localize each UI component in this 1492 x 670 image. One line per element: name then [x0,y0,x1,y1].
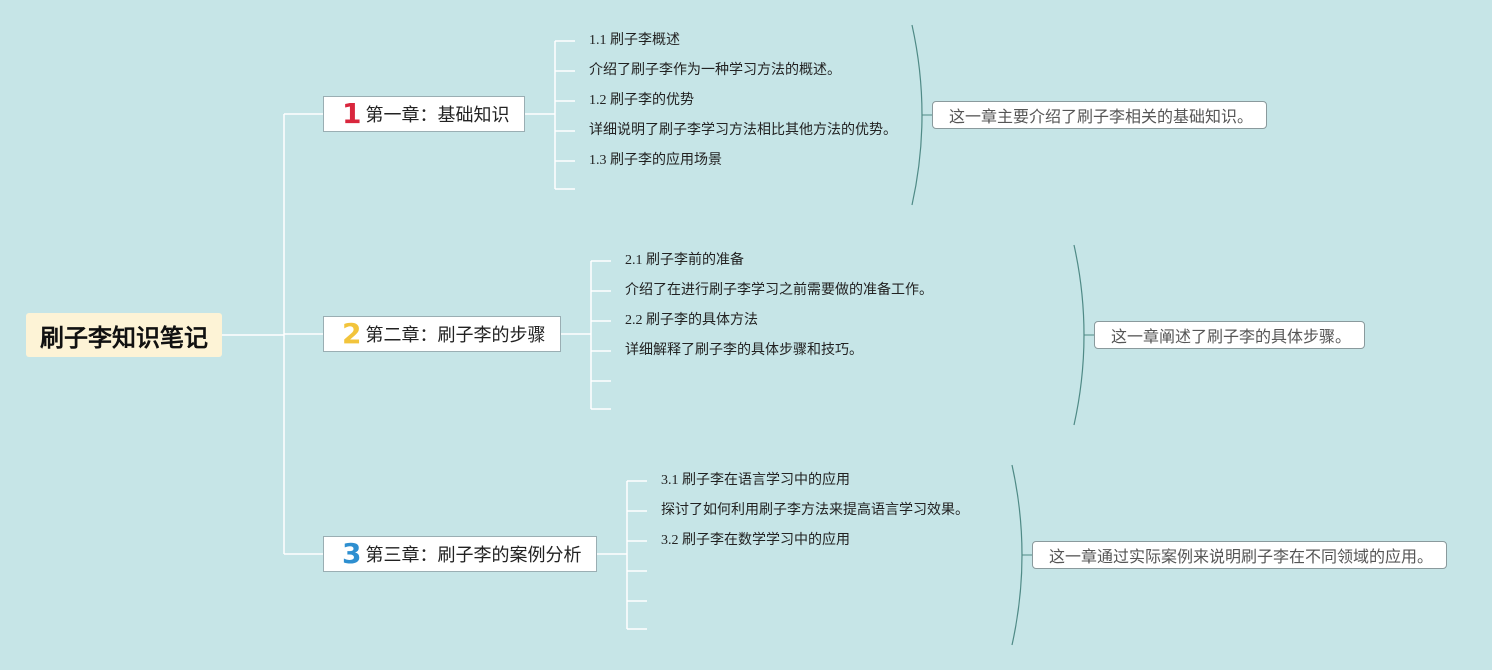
subtopic-1-1[interactable]: 1.1 刷子李概述 [589,33,680,48]
subtopic-2-2[interactable]: 介绍了在进行刷子李学习之前需要做的准备工作。 [625,283,933,298]
root-topic-label: 刷子李知识笔记 [40,323,208,352]
chapter-topic-2[interactable]: 2 第二章：刷子李的步骤 [323,316,561,352]
chapter-summary-1[interactable]: 这一章主要介绍了刷子李相关的基础知识。 [932,101,1267,129]
chapter-title-1: 第一章：基础知识 [365,105,510,126]
chapter-title-3: 第三章：刷子李的案例分析 [365,545,582,566]
subtopic-3-2[interactable]: 探讨了如何利用刷子李方法来提高语言学习效果。 [661,503,969,518]
subtopic-3-3[interactable]: 3.2 刷子李在数学学习中的应用 [661,533,850,548]
subtopic-1-2[interactable]: 介绍了刷子李作为一种学习方法的概述。 [589,63,841,78]
subtopic-2-4[interactable]: 详细解释了刷子李的具体步骤和技巧。 [625,343,863,358]
chapter-number-3: 3 [342,537,362,570]
summary-brace-3 [1011,464,1023,646]
subtopic-2-1[interactable]: 2.1 刷子李前的准备 [625,253,744,268]
summary-brace-2 [1073,244,1085,426]
chapter-number-2: 2 [342,317,362,350]
chapter-summary-2[interactable]: 这一章阐述了刷子李的具体步骤。 [1094,321,1365,349]
chapter-number-1: 1 [342,97,362,130]
subtopic-1-4[interactable]: 详细说明了刷子李学习方法相比其他方法的优势。 [589,123,897,138]
subtopic-2-3[interactable]: 2.2 刷子李的具体方法 [625,313,758,328]
chapter-topic-1[interactable]: 1 第一章：基础知识 [323,96,525,132]
chapter-summary-2-text: 这一章阐述了刷子李的具体步骤。 [1111,327,1352,346]
root-topic[interactable]: 刷子李知识笔记 [26,313,222,357]
chapter-title-2: 第二章：刷子李的步骤 [365,325,546,346]
summary-brace-1 [911,24,923,206]
subtopic-1-5[interactable]: 1.3 刷子李的应用场景 [589,153,722,168]
chapter-summary-1-text: 这一章主要介绍了刷子李相关的基础知识。 [949,107,1254,126]
chapter-topic-3[interactable]: 3 第三章：刷子李的案例分析 [323,536,597,572]
subtopic-3-1[interactable]: 3.1 刷子李在语言学习中的应用 [661,473,850,488]
chapter-summary-3-text: 这一章通过实际案例来说明刷子李在不同领域的应用。 [1049,547,1434,566]
subtopic-1-3[interactable]: 1.2 刷子李的优势 [589,93,694,108]
chapter-summary-3[interactable]: 这一章通过实际案例来说明刷子李在不同领域的应用。 [1032,541,1447,569]
